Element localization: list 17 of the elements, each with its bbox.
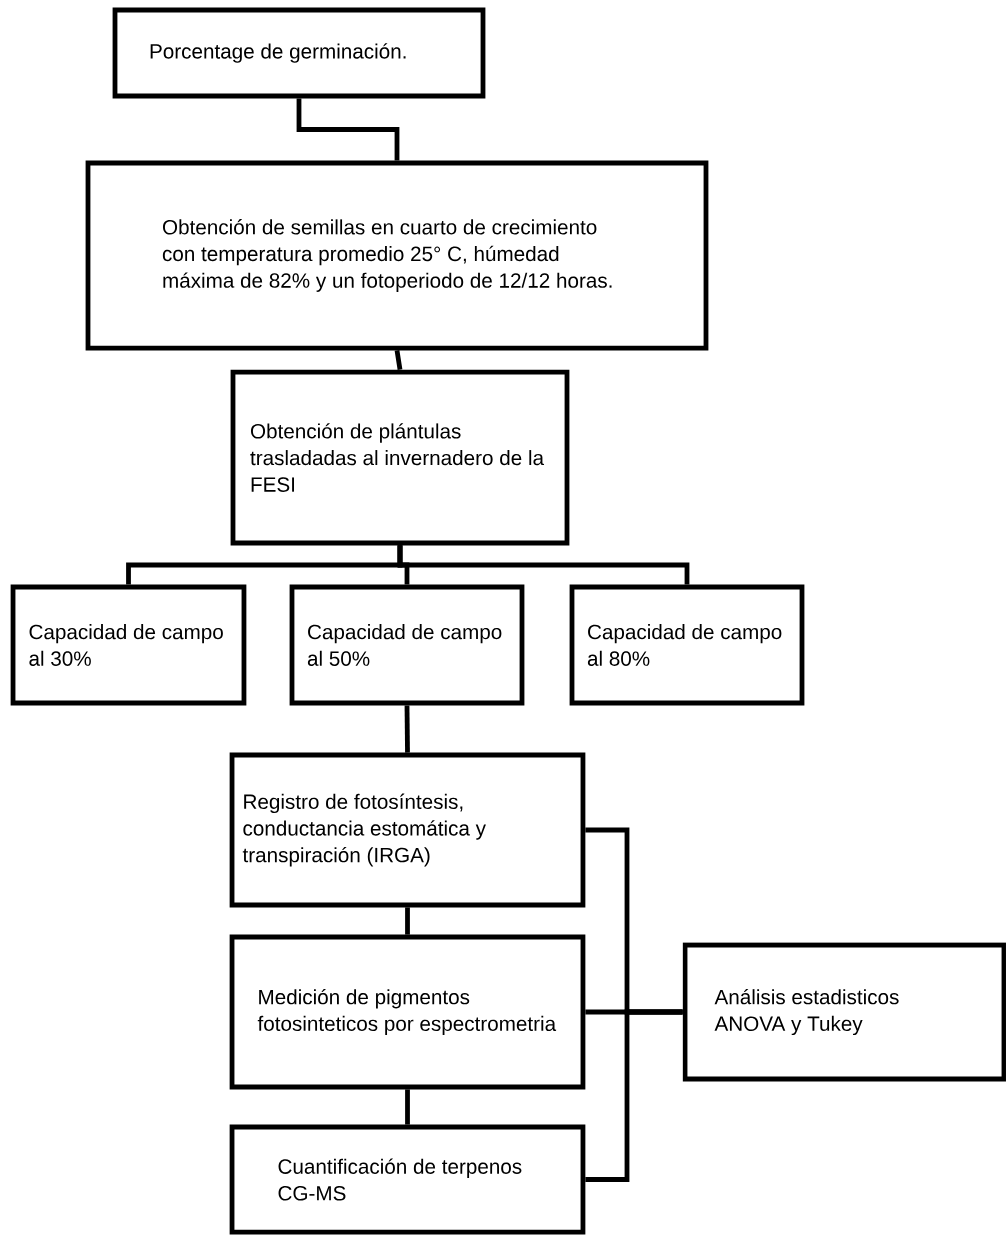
connector-line [296,98,400,161]
connector-line [394,350,403,370]
process-box: Cuantificación de terpenos CG-MS [229,1124,586,1235]
process-box: Capacidad de campo al 30% [10,584,247,706]
connector-line [397,545,690,585]
connector-line [404,705,410,753]
process-box: Obtención de plántulas trasladadas al invernadero de la FESI [230,369,570,546]
process-box: Capacidad de campo al 80% [569,584,805,706]
process-box: Obtención de semillas en cuarto de crecimiento con temperatura promedio 25° C, húmedad máxima de 82% y un fotoperiodo de 12/12 horas. [85,160,709,351]
process-box: Capacidad de campo al 50% [289,584,525,706]
process-box: Porcentage de germinación. [112,7,486,99]
connector-line [585,1009,683,1182]
connector-line [405,907,410,935]
process-box: Análisis estadisticos ANOVA y Tukey [682,942,1006,1082]
process-box: Registro de fotosíntesis, conductancia estomática y transpiración (IRGA) [229,752,586,908]
connector-line [405,1089,410,1125]
process-box: Medición de pigmentos fotosinteticos por espectrometria [229,934,586,1090]
